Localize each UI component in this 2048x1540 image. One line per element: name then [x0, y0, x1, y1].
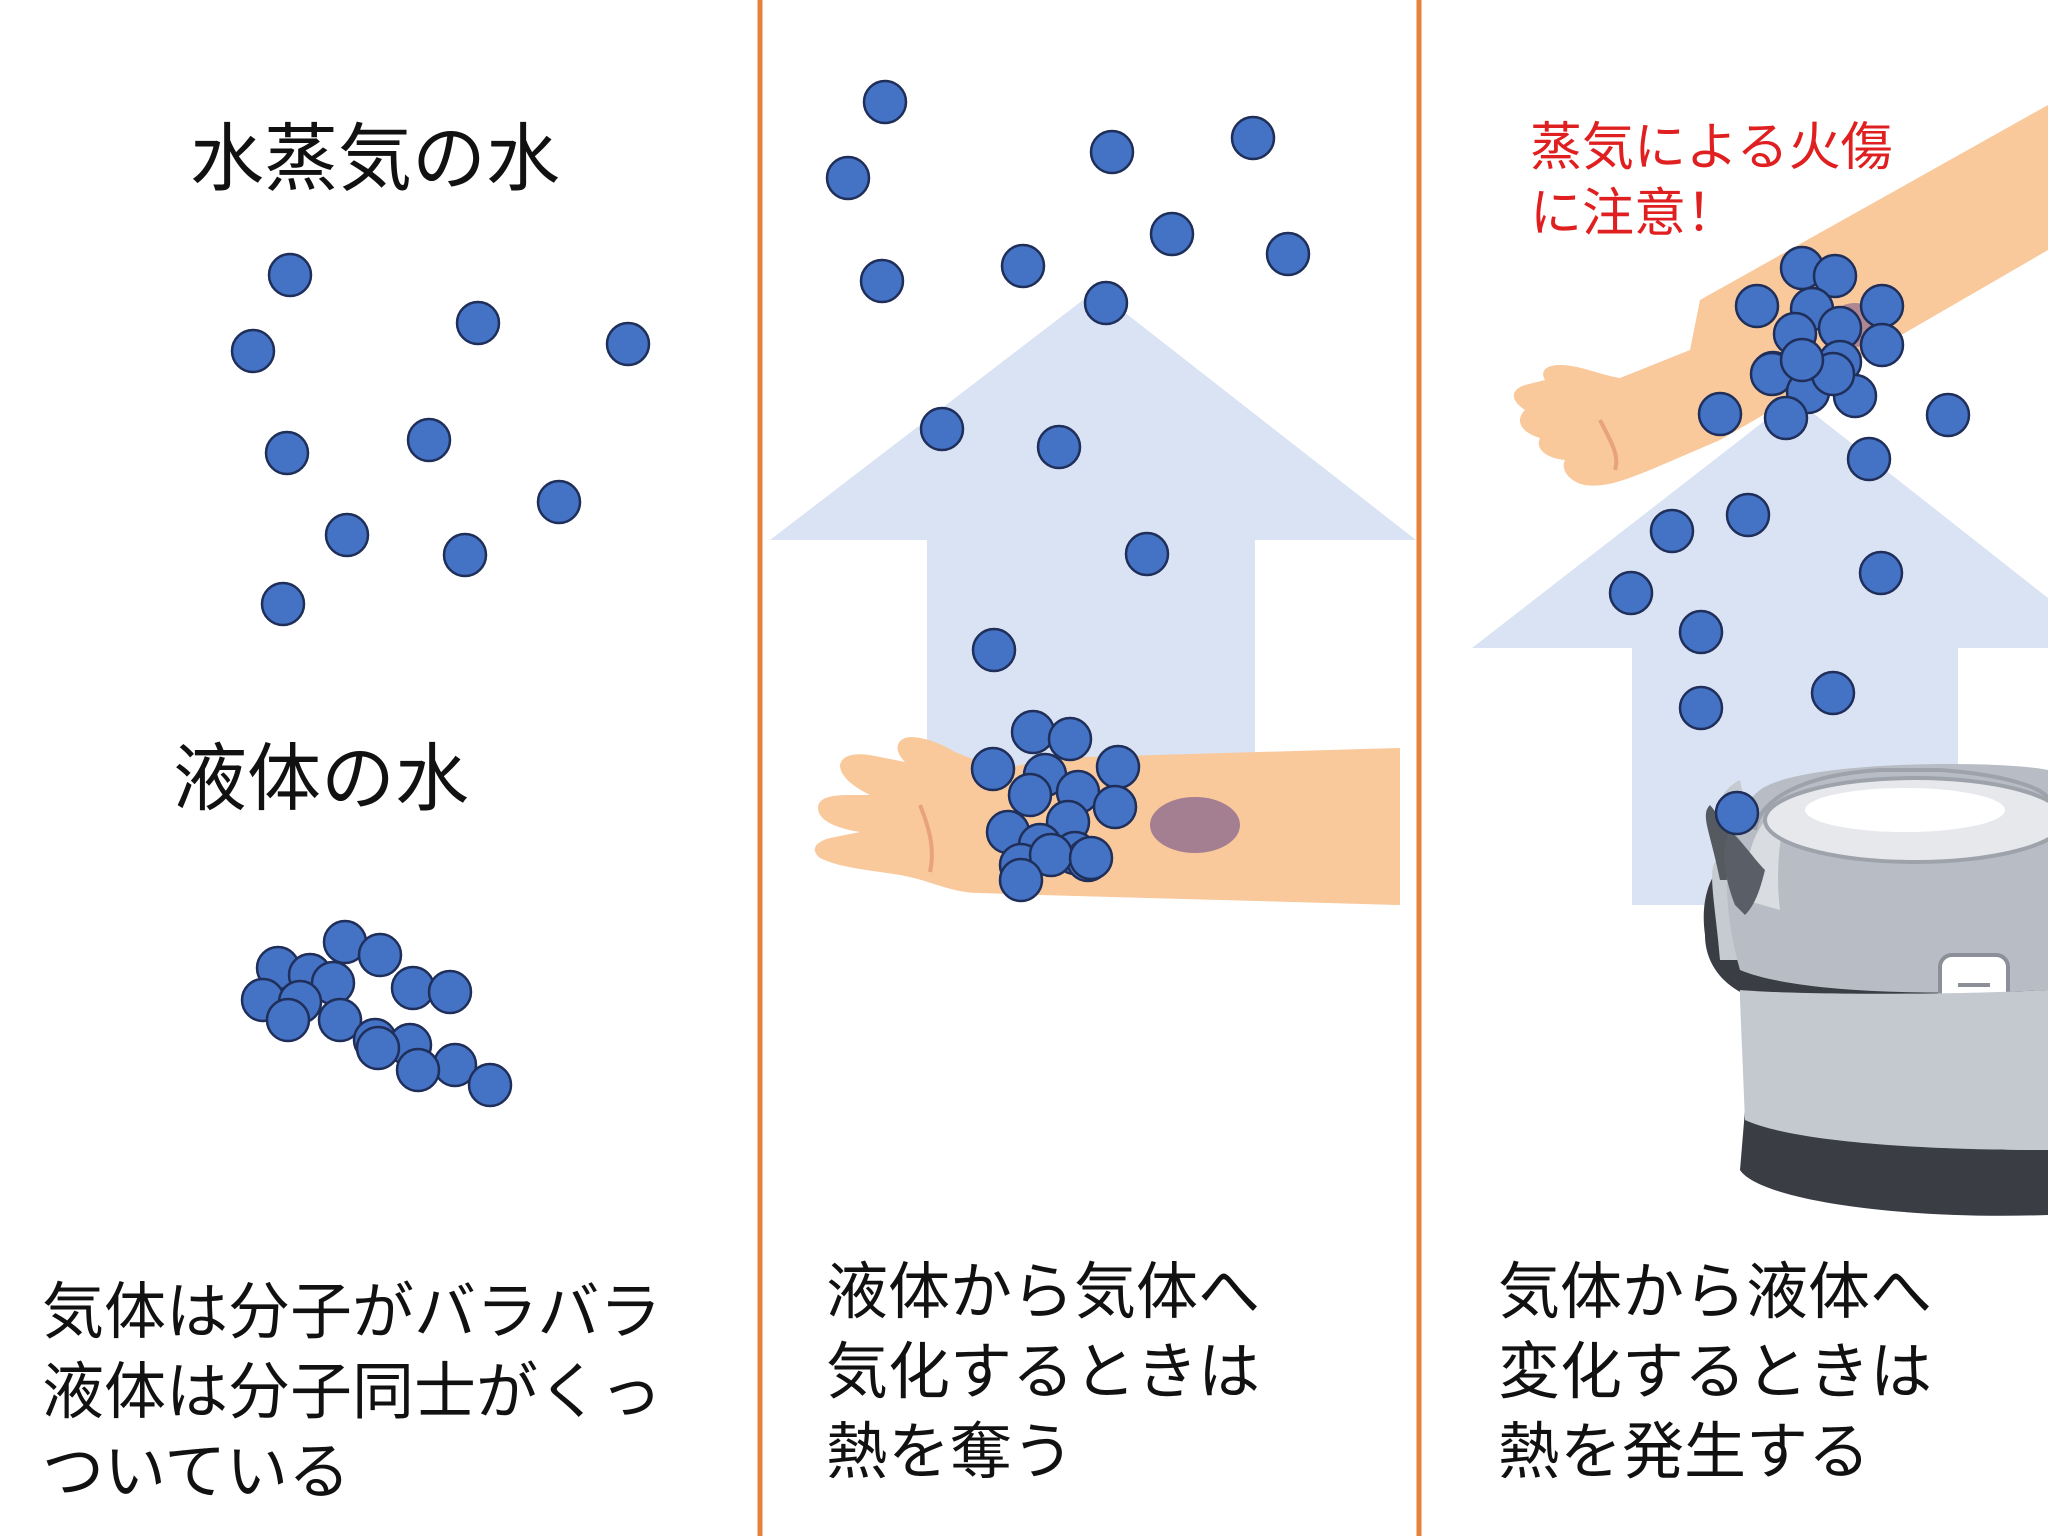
liquid-molecule — [317, 997, 363, 1043]
liquid-molecule — [395, 1047, 441, 1093]
skin-molecule-center — [1047, 716, 1093, 762]
panel2-caption-line-2: 気化するときは — [826, 1335, 1261, 1408]
vapor-molecule-center — [1089, 129, 1135, 175]
vapor-molecule-right — [1649, 508, 1695, 554]
vapor-molecule-right — [1678, 685, 1724, 731]
skin-molecule-right — [1763, 395, 1809, 441]
liquid-molecule — [427, 969, 473, 1015]
skin-molecule-right — [1697, 391, 1743, 437]
steam-molecule — [455, 300, 501, 346]
skin-molecule-right — [1734, 283, 1780, 329]
steam-molecule — [536, 479, 582, 525]
vapor-molecule-center — [919, 406, 965, 452]
panel3-caption-line-3: 熱を発生する — [1498, 1415, 1871, 1488]
skin-molecule-center — [998, 857, 1044, 903]
vapor-arrow-center — [770, 290, 1416, 770]
skin-molecule-right — [1779, 337, 1825, 383]
burn-warning-line-2: に注意！ — [1530, 184, 1739, 244]
liquid-molecule — [355, 1025, 401, 1071]
liquid-molecule — [265, 997, 311, 1043]
vapor-molecule-center — [825, 155, 871, 201]
vapor-molecule-right — [1846, 436, 1892, 482]
skin-molecule-right — [1812, 253, 1858, 299]
vapor-molecule-center — [1149, 211, 1195, 257]
vapor-molecule-right — [1608, 570, 1654, 616]
vapor-molecule-center — [1124, 531, 1170, 577]
vapor-molecule-center — [862, 79, 908, 125]
steam-molecule — [442, 532, 488, 578]
vapor-molecule-right — [1714, 790, 1760, 836]
kettle-illustration — [1703, 764, 2048, 1216]
water-molecules — [230, 79, 1971, 1108]
skin-molecule-center — [1068, 835, 1114, 881]
vapor-molecule-right — [1678, 609, 1724, 655]
vapor-molecule-right — [1858, 550, 1904, 596]
steam-molecule — [324, 512, 370, 558]
burn-mark-center — [1150, 797, 1240, 853]
steam-molecule — [267, 252, 313, 298]
steam-molecule — [406, 417, 452, 463]
panel2-caption-line-3: 熱を奪う — [826, 1415, 1075, 1488]
vapor-molecule-right — [1725, 492, 1771, 538]
skin-molecule-center — [1095, 744, 1141, 790]
panel3-caption-line-2: 変化するときは — [1498, 1335, 1933, 1408]
burn-warning-line-1: 蒸気による火傷 — [1530, 118, 1893, 178]
skin-molecule-right — [1859, 322, 1905, 368]
panel3-caption-line-1: 気体から液体へ — [1498, 1255, 1933, 1328]
steam-molecule — [260, 581, 306, 627]
liquid-molecule — [390, 965, 436, 1011]
steam-molecule — [264, 430, 310, 476]
skin-molecule-center — [1092, 784, 1138, 830]
vapor-molecule-center — [859, 258, 905, 304]
liquid-water-title: 液体の水 — [173, 736, 469, 822]
vapor-molecule-center — [1036, 424, 1082, 470]
steam-molecule — [230, 328, 276, 374]
skin-molecule-center — [970, 746, 1016, 792]
skin-molecule-center — [1010, 709, 1056, 755]
vapor-molecule-center — [1083, 280, 1129, 326]
vapor-molecule-right — [1925, 392, 1971, 438]
liquid-molecule — [467, 1062, 513, 1108]
panel2-caption-line-1: 液体から気体へ — [826, 1255, 1261, 1328]
liquid-molecule — [357, 932, 403, 978]
vapor-molecule-center — [971, 627, 1017, 673]
vapor-molecule-center — [1000, 243, 1046, 289]
vapor-molecule-center — [1265, 231, 1311, 277]
vapor-molecule-right — [1810, 670, 1856, 716]
steam-molecule — [605, 321, 651, 367]
panel1-caption-line-3: ついている — [42, 1435, 351, 1508]
steam-water-title: 水蒸気の水 — [190, 116, 560, 202]
skin-molecule-right — [1859, 283, 1905, 329]
vapor-molecule-center — [1230, 115, 1276, 161]
panel1-caption-line-2: 液体は分子同士がくっ — [42, 1355, 663, 1428]
skin-molecule-center — [1007, 772, 1053, 818]
panel1-caption-line-1: 気体は分子がバラバラ — [42, 1275, 662, 1348]
